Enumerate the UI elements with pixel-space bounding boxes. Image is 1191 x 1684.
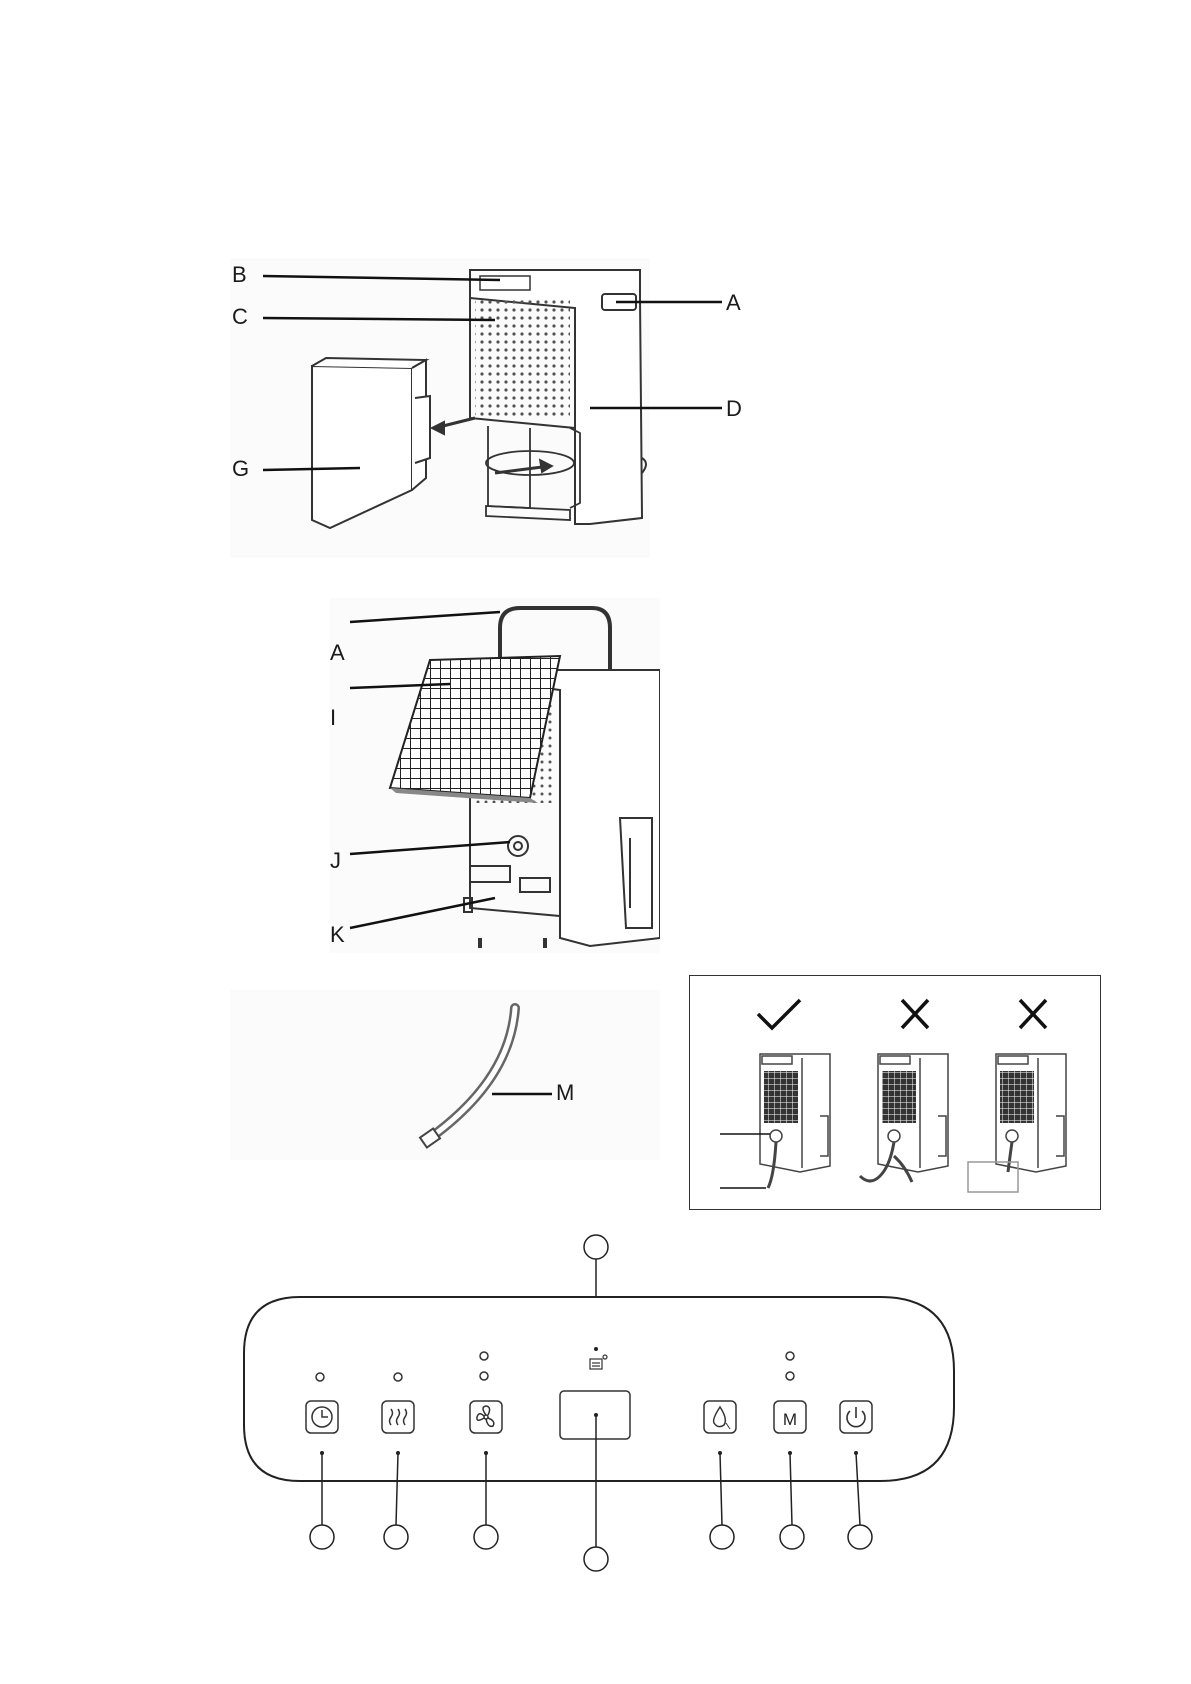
- rear-view-drawing: [330, 598, 660, 953]
- mode-button-label: M: [783, 1410, 797, 1429]
- exploded-view-drawing: [230, 258, 650, 558]
- figure-drain-hose: M: [230, 990, 660, 1160]
- figure-exploded-view: B C G: [230, 258, 650, 558]
- control-panel-diagram: M: [230, 1225, 970, 1575]
- callout-label-c: C: [232, 304, 248, 330]
- mode-button[interactable]: M: [774, 1401, 806, 1433]
- unit-correct: [720, 1054, 830, 1188]
- callout-label-i: I: [330, 705, 336, 731]
- side-grille: [475, 300, 570, 418]
- drain-placement-drawing: [690, 976, 1102, 1211]
- drain-hose-drawing: [230, 990, 660, 1160]
- fan-button[interactable]: [470, 1401, 502, 1433]
- callout-label-k: K: [330, 922, 345, 948]
- humidity-button[interactable]: [704, 1401, 736, 1433]
- callout-label-j: J: [330, 848, 341, 874]
- figure-rear-view: [330, 598, 660, 953]
- power-button[interactable]: [840, 1401, 872, 1433]
- bucket-cavity: [486, 426, 580, 520]
- callout-label-a-rear: A: [330, 640, 345, 666]
- drain-placement-diagram: [689, 975, 1101, 1210]
- callout-circles: [310, 1525, 872, 1571]
- hose-tube: [430, 1008, 515, 1138]
- heater-button[interactable]: [382, 1401, 414, 1433]
- panel-outline: [244, 1297, 954, 1481]
- callout-circle-indicator: [584, 1235, 608, 1259]
- check-icon: [758, 1000, 800, 1028]
- dehumidifier-body: [470, 270, 646, 524]
- timer-button[interactable]: [306, 1401, 338, 1433]
- unit-wrong-container: [968, 1054, 1066, 1192]
- unit-wrong-loop: [860, 1054, 948, 1182]
- air-filter: [390, 656, 560, 803]
- callout-label-b: B: [232, 262, 247, 288]
- cross-icon: [1020, 1000, 1046, 1028]
- callout-label-a-top: A: [726, 290, 741, 316]
- callout-label-d: D: [726, 396, 742, 422]
- callout-line-extension: [650, 290, 725, 420]
- callout-label-m: M: [556, 1080, 574, 1106]
- cross-icon: [902, 1000, 928, 1028]
- callout-label-g: G: [232, 456, 249, 482]
- water-tank: [312, 358, 475, 528]
